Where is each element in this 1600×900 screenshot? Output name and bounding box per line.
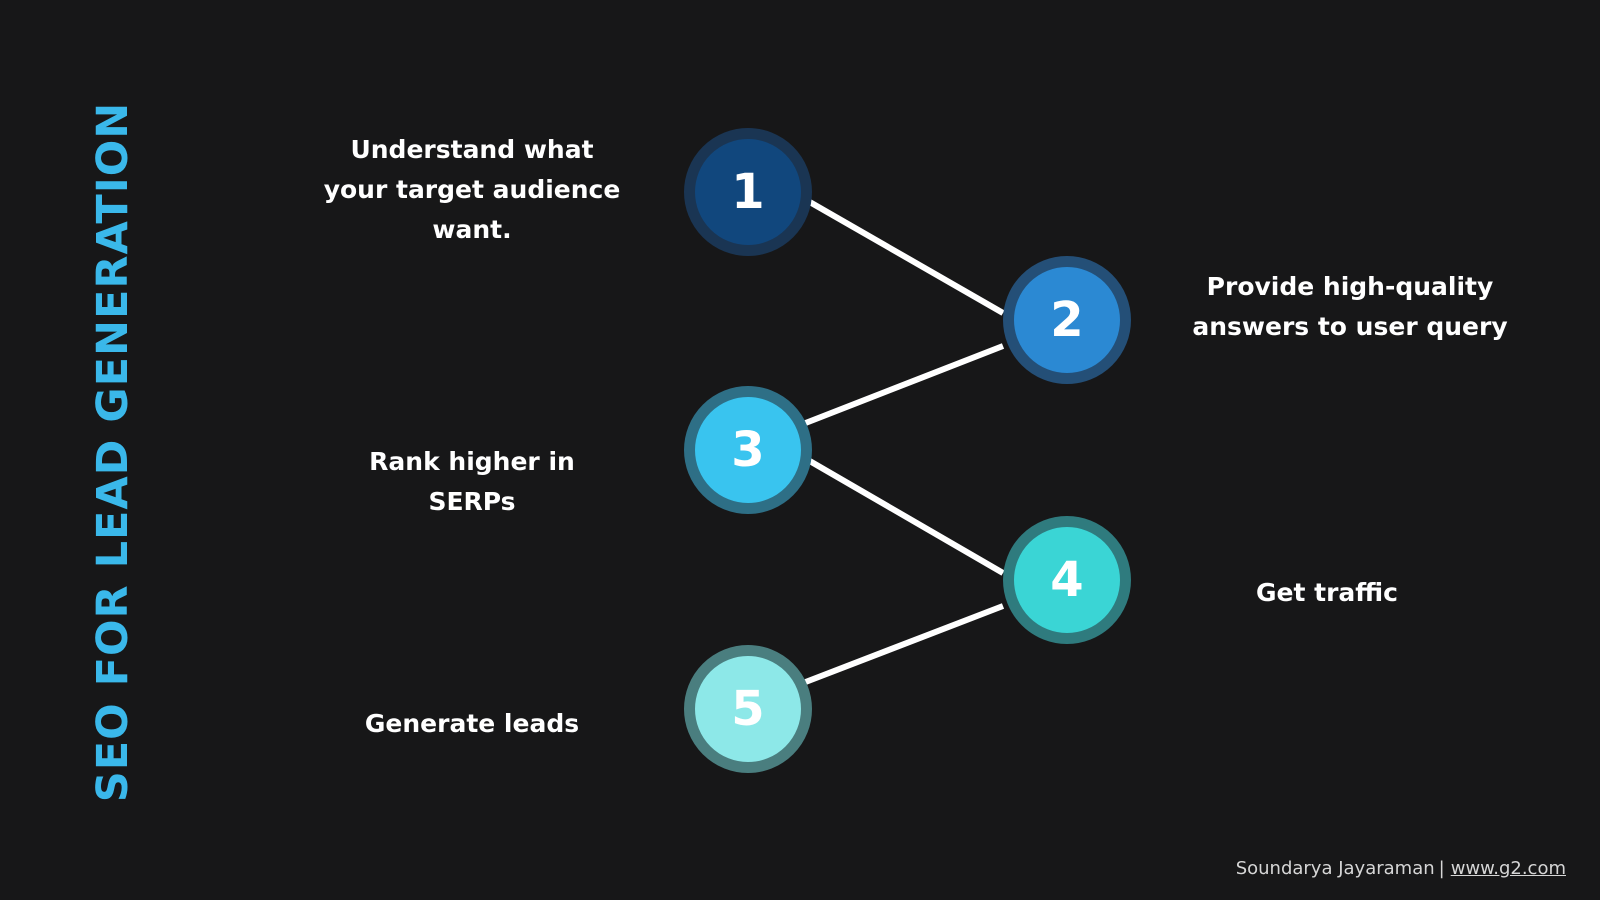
connector-2-3 <box>801 343 1005 427</box>
footer-separator: | <box>1438 858 1445 879</box>
step-2-label: Provide high-quality answers to user que… <box>1192 272 1508 341</box>
connector-4-5 <box>801 603 1005 686</box>
footer-credit: Soundarya Jayaraman|www.g2.com <box>1236 858 1566 879</box>
footer-link[interactable]: www.g2.com <box>1450 858 1566 879</box>
step-4-circle: 4 <box>1003 516 1131 644</box>
step-5-circle: 5 <box>684 645 812 773</box>
step-3-circle: 3 <box>684 386 812 514</box>
footer-author: Soundarya Jayaraman <box>1235 858 1435 879</box>
connector-3-4 <box>806 457 1005 576</box>
connector-1-2 <box>806 198 1005 316</box>
step-3-label: Rank higher in SERPs <box>369 447 575 516</box>
step-1-circle: 1 <box>684 128 812 256</box>
step-5-label: Generate leads <box>364 709 580 738</box>
step-2-circle: 2 <box>1003 256 1131 384</box>
step-1-label: Understand what your target audience wan… <box>323 135 621 244</box>
step-4-label: Get traffic <box>1256 578 1398 607</box>
